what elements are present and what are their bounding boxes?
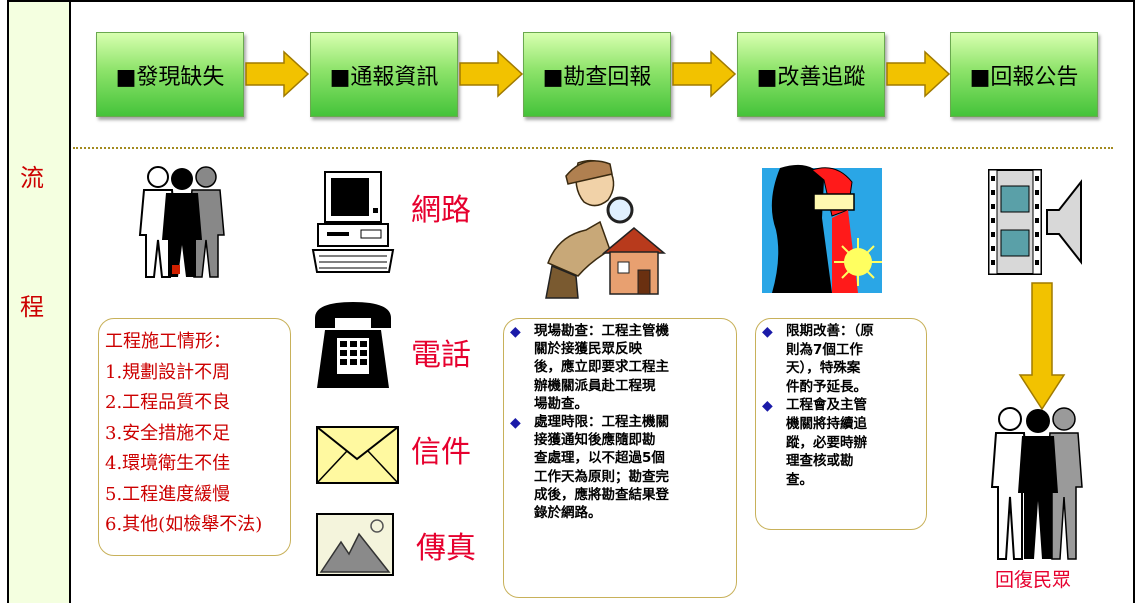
channel-internet-label: 網路 — [411, 193, 471, 228]
issue-item: 6.其他(如檢舉不法) — [105, 514, 263, 535]
people-group-icon — [138, 166, 225, 278]
diamond-bullet-icon: ◆ — [510, 415, 521, 432]
step-improve: ■改善追蹤 — [737, 32, 885, 117]
inspection-bullet: ◆ 現場勘查：工程主管機 關於接獲民眾反映 後，應立即要求工程主 辦機關派員赴工… — [510, 323, 669, 412]
diamond-bullet-icon: ◆ — [762, 398, 773, 415]
arrow-right-icon — [245, 50, 310, 98]
result-label: 回復民眾 — [995, 569, 1072, 591]
inspection-bullet: ◆ 處理時限：工程主機關 接獲通知後應隨即勘 查處理，以不超過5個 工作天為原則… — [510, 414, 669, 522]
issue-item: 1.規劃設計不周 — [105, 361, 231, 383]
step-notify: ■通報資訊 — [310, 32, 458, 117]
step-discover: ■發現缺失 — [96, 32, 244, 117]
issue-item: 5.工程進度緩慢 — [105, 483, 231, 505]
divider-line — [73, 147, 1113, 149]
fax-picture-icon — [316, 513, 394, 576]
diamond-bullet-icon: ◆ — [762, 324, 773, 340]
arrow-right-icon — [459, 50, 524, 98]
improvement-bullet: ◆ 工程會及主管 機關將持續追 蹤，必要時辦 理查核或勘 查。 — [762, 397, 867, 488]
arrow-right-icon — [886, 50, 951, 98]
issues-heading: 工程施工情形： — [105, 331, 231, 352]
issue-item: 3.安全措施不足 — [105, 422, 231, 444]
film-speaker-icon — [988, 169, 1082, 275]
arrow-down-icon — [1018, 282, 1066, 411]
diamond-bullet-icon: ◆ — [510, 324, 521, 340]
citizens-group-icon — [990, 407, 1083, 560]
side-label-bottom: 程 — [20, 293, 44, 321]
welder-mask-icon — [762, 164, 882, 293]
step-announce: ■回報公告 — [950, 32, 1098, 117]
side-label-top: 流 — [20, 164, 44, 192]
improvement-box: ◆ 限期改善：（原 則為7個工作 天），特殊案 件酌予延長。 ◆ 工程會及主管 … — [755, 318, 927, 530]
envelope-icon — [316, 426, 399, 484]
right-border — [1133, 0, 1135, 603]
arrow-right-icon — [672, 50, 737, 98]
channel-letter-label: 信件 — [411, 435, 471, 470]
issue-item: 4.環境衛生不佳 — [105, 453, 231, 474]
telephone-icon — [315, 302, 391, 388]
improvement-bullet: ◆ 限期改善：（原 則為7個工作 天），特殊案 件酌予延長。 — [762, 323, 874, 395]
side-column — [7, 0, 71, 603]
step-inspect: ■勘查回報 — [523, 32, 671, 117]
issues-box: 工程施工情形： 1.規劃設計不周 2.工程品質不良 3.安全措施不足 4.環境衛… — [98, 318, 291, 556]
channel-phone-label: 電話 — [411, 338, 471, 373]
inspection-box: ◆ 現場勘查：工程主管機 關於接獲民眾反映 後，應立即要求工程主 辦機關派員赴工… — [503, 318, 737, 598]
issue-item: 2.工程品質不良 — [105, 392, 231, 413]
computer-icon — [311, 171, 395, 273]
inspector-magnifier-icon — [545, 159, 667, 299]
top-border — [71, 0, 1133, 2]
channel-fax-label: 傳真 — [416, 531, 476, 566]
